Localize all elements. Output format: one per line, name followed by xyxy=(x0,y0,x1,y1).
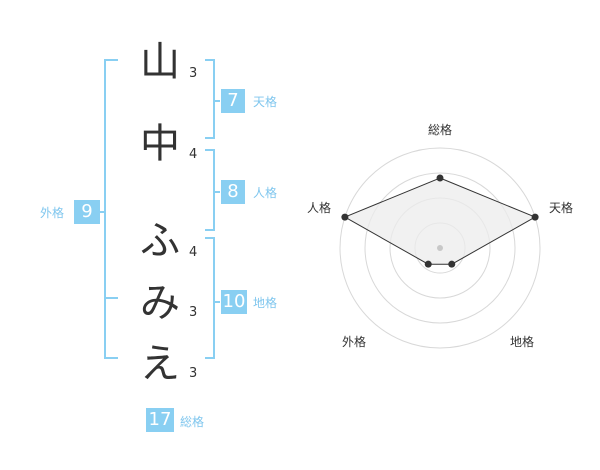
jinkaku-label: 人格 xyxy=(253,186,278,200)
name-char-5: え xyxy=(140,341,180,387)
stroke-count-1: 3 xyxy=(189,66,198,81)
name-char-3: ふ xyxy=(140,218,180,264)
gaikaku-bracket xyxy=(104,59,118,359)
radar-point-1 xyxy=(436,174,444,182)
tenkaku-value: 7 xyxy=(221,89,245,113)
radar-label-gaikaku: 外格 xyxy=(342,334,366,349)
tenkaku-label: 天格 xyxy=(253,95,278,109)
chikaku-bracket xyxy=(205,237,215,359)
name-char-2: 中 xyxy=(140,121,180,167)
name-char-4: み xyxy=(140,280,180,326)
soukaku-value: 17 xyxy=(146,408,174,432)
radar-point-2 xyxy=(531,213,539,221)
radar-point-3 xyxy=(448,260,456,268)
radar-points xyxy=(341,174,539,268)
stroke-count-4: 3 xyxy=(189,305,198,320)
stroke-count-3: 4 xyxy=(189,245,198,260)
radar-center-dot xyxy=(437,245,443,251)
gaikaku-label: 外格 xyxy=(40,206,65,220)
tenkaku-bracket xyxy=(205,59,215,139)
radar-label-soukaku: 総格 xyxy=(428,122,452,137)
radar-label-jinkaku: 人格 xyxy=(307,200,331,215)
jinkaku-bracket xyxy=(205,149,215,231)
stroke-count-2: 4 xyxy=(189,147,198,162)
radar-ring xyxy=(339,147,541,349)
soukaku-label: 総格 xyxy=(180,415,205,429)
chikaku-value: 10 xyxy=(221,290,247,314)
radar-point-5 xyxy=(341,213,349,221)
jinkaku-value: 8 xyxy=(221,180,245,204)
radar-ring xyxy=(364,172,516,324)
radar-area xyxy=(343,177,537,265)
radar-label-tenkaku: 天格 xyxy=(549,200,573,215)
gaikaku-value: 9 xyxy=(74,200,100,224)
radar-label-chikaku: 地格 xyxy=(510,334,534,349)
radar-point-4 xyxy=(424,260,432,268)
chikaku-label: 地格 xyxy=(253,296,278,310)
stroke-count-5: 3 xyxy=(189,366,198,381)
name-char-1: 山 xyxy=(140,39,180,85)
